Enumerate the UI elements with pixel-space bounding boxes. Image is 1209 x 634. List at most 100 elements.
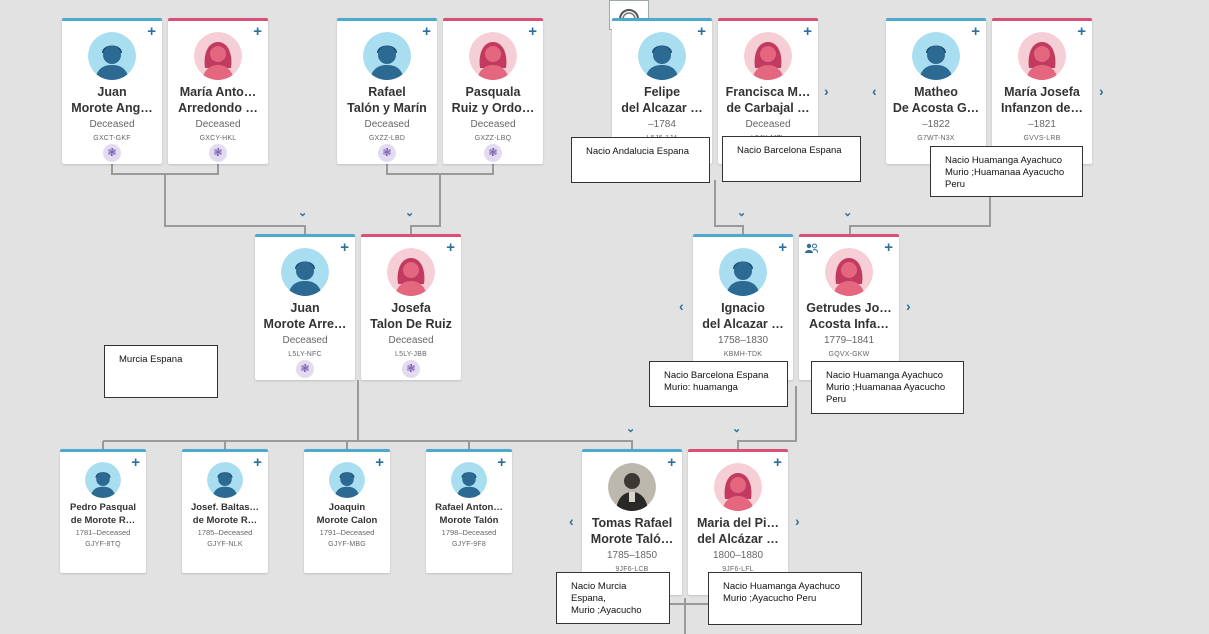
person-lifespan: Deceased	[388, 335, 434, 346]
note-murcia-tomas: Nacio Murcia Espana, Murio ;Ayacucho	[556, 572, 670, 624]
arrow-left-icon[interactable]: ‹	[872, 83, 877, 99]
add-person-icon[interactable]: +	[773, 454, 782, 471]
memories-icon[interactable]: ❃	[103, 144, 121, 162]
expand-chevron-icon[interactable]: ⌄	[405, 207, 415, 219]
memories-icon[interactable]: ❃	[484, 144, 502, 162]
add-person-icon[interactable]: +	[697, 23, 706, 40]
add-person-icon[interactable]: +	[375, 454, 384, 471]
arrow-left-icon[interactable]: ‹	[679, 298, 684, 314]
person-id: GJYF-8TQ	[85, 541, 121, 548]
person-given-name: Juan	[290, 301, 320, 315]
note-murcia: Murcia Espana	[104, 345, 218, 398]
person-id: GJYF-9F8	[452, 541, 486, 548]
arrow-right-icon[interactable]: ›	[906, 298, 911, 314]
person-id: L5LY-JBB	[395, 351, 427, 358]
add-person-icon[interactable]: +	[971, 23, 980, 40]
person-id: GVVS-LRB	[1023, 135, 1061, 142]
person-given-name: Felipe	[643, 85, 681, 99]
person-lifespan: Deceased	[364, 119, 410, 130]
female-avatar-icon	[1018, 32, 1066, 80]
person-lifespan: 1785–1850	[606, 550, 658, 561]
add-person-icon[interactable]: +	[147, 23, 156, 40]
expand-chevron-icon[interactable]: ⌄	[732, 423, 742, 435]
expand-chevron-icon[interactable]: ⌄	[626, 423, 636, 435]
add-person-icon[interactable]: +	[803, 23, 812, 40]
add-person-icon[interactable]: +	[778, 239, 787, 256]
male-avatar-icon	[281, 248, 329, 296]
arrow-right-icon[interactable]: ›	[824, 83, 829, 99]
male-avatar-icon	[638, 32, 686, 80]
person-given-name: Rafael Anton…	[435, 502, 503, 513]
male-avatar-icon	[451, 462, 487, 498]
person-id: GXCT-GKF	[93, 135, 131, 142]
add-person-icon[interactable]: +	[253, 23, 262, 40]
memories-icon[interactable]: ❃	[209, 144, 227, 162]
note-huamanga-2: Nacio Huamanga Ayachuco Murio ;Huamanaa …	[811, 361, 964, 414]
add-person-icon[interactable]: +	[884, 239, 893, 256]
expand-chevron-icon[interactable]: ⌄	[843, 207, 853, 219]
add-person-icon[interactable]: +	[1077, 23, 1086, 40]
person-id: GJYF-NLK	[207, 541, 243, 548]
male-avatar-icon	[719, 248, 767, 296]
arrow-right-icon[interactable]: ›	[795, 513, 800, 529]
memories-icon[interactable]: ❃	[402, 360, 420, 378]
person-surname: Arredondo …	[178, 101, 258, 115]
person-lifespan: Deceased	[195, 119, 241, 130]
person-given-name: Rafael	[368, 85, 406, 99]
person-lifespan: 1785–Deceased	[197, 528, 253, 537]
add-person-icon[interactable]: +	[131, 454, 140, 471]
person-id: GJYF-MBG	[328, 541, 366, 548]
person-surname: Infanzon de…	[1001, 101, 1083, 115]
person-id: 9JF6-LCB	[615, 566, 649, 573]
person-lifespan: 1758–1830	[717, 335, 769, 346]
add-person-icon[interactable]: +	[528, 23, 537, 40]
arrow-right-icon[interactable]: ›	[1099, 83, 1104, 99]
person-given-name: María Josefa	[1004, 85, 1080, 99]
add-person-icon[interactable]: +	[340, 239, 349, 256]
arrow-left-icon[interactable]: ‹	[569, 513, 574, 529]
relationship-group-icon[interactable]	[805, 243, 819, 256]
person-card-josef-baltasar[interactable]: +Josef. Baltas…de Morote R…1785–Deceased…	[182, 449, 268, 573]
person-lifespan: 1779–1841	[823, 335, 875, 346]
person-given-name: Pedro Pasqual	[70, 502, 136, 513]
add-person-icon[interactable]: +	[497, 454, 506, 471]
person-given-name: Francisca M…	[725, 85, 811, 99]
person-surname: Talón y Marín	[347, 101, 427, 115]
person-surname: Morote Taló…	[590, 532, 674, 546]
add-person-icon[interactable]: +	[667, 454, 676, 471]
add-person-icon[interactable]: +	[446, 239, 455, 256]
add-person-icon[interactable]: +	[422, 23, 431, 40]
person-lifespan: Deceased	[470, 119, 516, 130]
add-person-icon[interactable]: +	[253, 454, 262, 471]
memories-icon[interactable]: ❃	[378, 144, 396, 162]
person-surname: Acosta Infa…	[809, 317, 889, 331]
person-given-name: Josefa	[391, 301, 431, 315]
person-given-name: María Anto…	[179, 85, 257, 99]
memories-icon[interactable]: ❃	[296, 360, 314, 378]
person-lifespan: –1784	[648, 119, 676, 130]
note-barcelona-2: Nacio Barcelona Espana Murio: huamanga	[649, 361, 788, 407]
person-surname: de Morote R…	[192, 515, 258, 526]
person-given-name: Matheo	[914, 85, 958, 99]
expand-chevron-icon[interactable]: ⌄	[298, 207, 308, 219]
person-lifespan: 1800–1880	[712, 550, 764, 561]
male-avatar-icon	[329, 462, 365, 498]
person-id: 9JF6-LFL	[722, 566, 754, 573]
expand-chevron-icon[interactable]: ⌄	[737, 207, 747, 219]
